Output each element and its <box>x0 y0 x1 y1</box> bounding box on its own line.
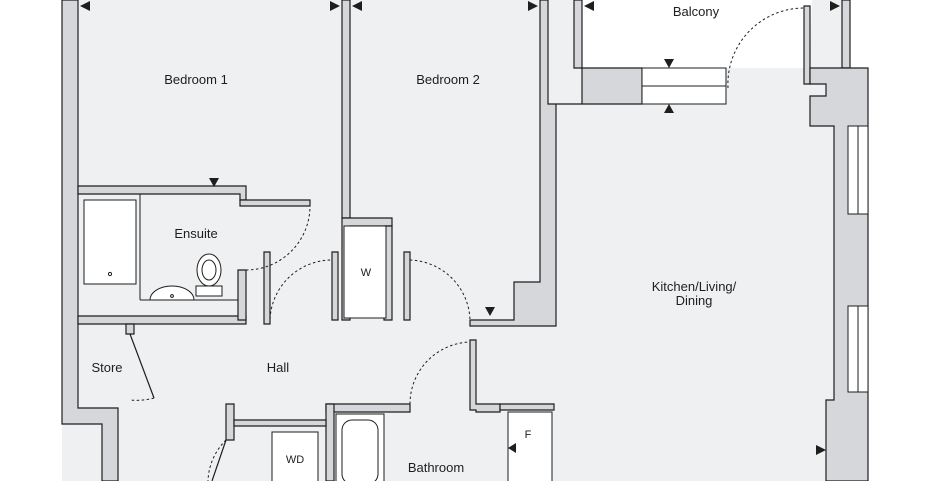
wall-ensuite-right <box>237 269 247 321</box>
wall-left-outer <box>61 0 119 481</box>
wall-wd-left <box>225 403 235 441</box>
wall-store-right <box>125 323 135 335</box>
label-ensuite: Ensuite <box>174 226 217 241</box>
wall-hall-stub <box>263 251 271 325</box>
dimension-arrow <box>584 1 594 11</box>
dimension-arrow <box>816 445 826 455</box>
dimension-arrow <box>830 1 840 11</box>
label-hall: Hall <box>267 360 290 375</box>
dimension-arrow <box>664 104 674 113</box>
label-fridge: F <box>525 429 532 441</box>
wall-ensuite-bottom <box>77 315 247 325</box>
door-hall-left-swing <box>269 259 333 325</box>
washer-dryer <box>271 431 319 481</box>
ensuite-bath <box>83 199 137 285</box>
wall-balcony-right <box>841 0 851 69</box>
wall-bathroom-right <box>469 339 501 413</box>
dimension-arrow <box>664 59 674 68</box>
dimension-arrow <box>209 178 219 187</box>
ensuite-toilet-bowl <box>196 253 222 287</box>
wall-wardrobe-stub-left <box>331 251 339 321</box>
dimension-arrow <box>352 1 362 11</box>
dimension-arrow <box>528 1 538 11</box>
bathroom-bath <box>335 413 385 481</box>
floor-area <box>62 0 868 481</box>
label-bathroom: Bathroom <box>408 460 464 475</box>
label-kitchen-line-1: Kitchen/Living/ <box>652 279 737 294</box>
wall-bathroom-left <box>325 403 335 481</box>
label-balcony: Balcony <box>673 4 720 19</box>
wall-wd-top <box>233 419 327 427</box>
wall-wardrobe-stub-right <box>403 251 411 321</box>
wall-balcony-left <box>573 0 583 69</box>
dimension-arrow <box>485 307 495 316</box>
door-bathroom-swing <box>409 341 471 405</box>
wardrobe <box>343 225 387 319</box>
wall-fridge-top <box>499 403 555 411</box>
label-wardrobe: W <box>361 267 372 279</box>
wall-bathroom-top <box>325 403 411 413</box>
ensuite-basin <box>149 285 195 301</box>
door-balcony-swing <box>727 7 805 89</box>
ensuite-toilet-cistern <box>195 285 223 297</box>
label-bedroom-1: Bedroom 1 <box>164 72 228 87</box>
label-kitchen-line-2: Dining <box>676 293 713 308</box>
door-ensuite-swing <box>245 205 311 271</box>
balcony-door-frame <box>803 5 811 85</box>
label-washer-dryer: WD <box>286 454 304 466</box>
dimension-arrow <box>80 1 90 11</box>
label-store: Store <box>91 360 122 375</box>
label-bedroom-2: Bedroom 2 <box>416 72 480 87</box>
wall-bedroom-partition <box>341 0 351 219</box>
door-wd-swing <box>207 439 227 481</box>
wall-bedroom2-right <box>469 0 643 327</box>
dimension-arrow <box>330 1 340 11</box>
door-hall-right-swing <box>407 259 471 325</box>
wall-ensuite-top-stub <box>239 199 311 207</box>
